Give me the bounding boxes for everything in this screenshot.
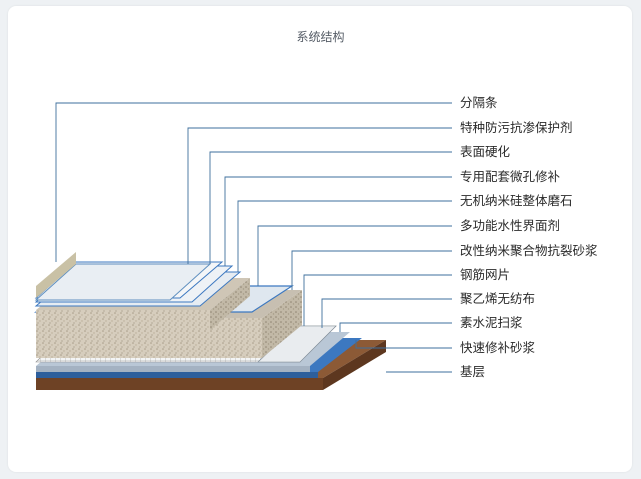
leader-line-pe-nonwoven (321, 298, 452, 328)
label-steel-mesh: 钢筋网片 (460, 267, 511, 282)
label-special-antifouling: 特种防污抗渗保护剂 (460, 120, 573, 135)
label-inorganic-nano-silicon: 无机纳米硅整体磨石 (460, 193, 573, 208)
label-base-layer: 基层 (460, 364, 486, 379)
label-pe-nonwoven: 聚乙烯无纺布 (460, 291, 536, 306)
diagram-card (8, 6, 632, 472)
divider-strip-shape (36, 252, 76, 298)
leader-line-divider-strip (55, 102, 452, 262)
leader-line-micropore-repair (224, 176, 452, 266)
label-cement-slurry: 素水泥扫浆 (460, 315, 523, 330)
label-quick-repair-mortar: 快速修补砂浆 (460, 340, 536, 355)
label-micropore-repair: 专用配套微孔修补 (460, 169, 561, 184)
label-divider-strip: 分隔条 (460, 95, 498, 110)
surface-coat-shapes (34, 261, 242, 307)
label-modified-nano-polymer: 改性纳米聚合物抗裂砂浆 (460, 243, 598, 258)
diagram-title: 系统结构 (296, 30, 345, 44)
label-multifunctional-water: 多功能水性界面剂 (460, 218, 561, 233)
leader-line-inorganic-nano-silicon (237, 200, 452, 272)
label-surface-hardening: 表面硬化 (460, 144, 511, 159)
leader-lines (55, 102, 452, 373)
leader-line-special-antifouling (187, 127, 452, 264)
leader-line-modified-nano-polymer (291, 250, 452, 290)
leader-line-quick-repair-mortar (355, 340, 452, 349)
leader-line-cement-slurry (339, 322, 452, 332)
leader-line-steel-mesh (303, 274, 452, 326)
leader-line-multifunctional-water (257, 225, 452, 286)
leader-line-surface-hardening (209, 151, 452, 264)
